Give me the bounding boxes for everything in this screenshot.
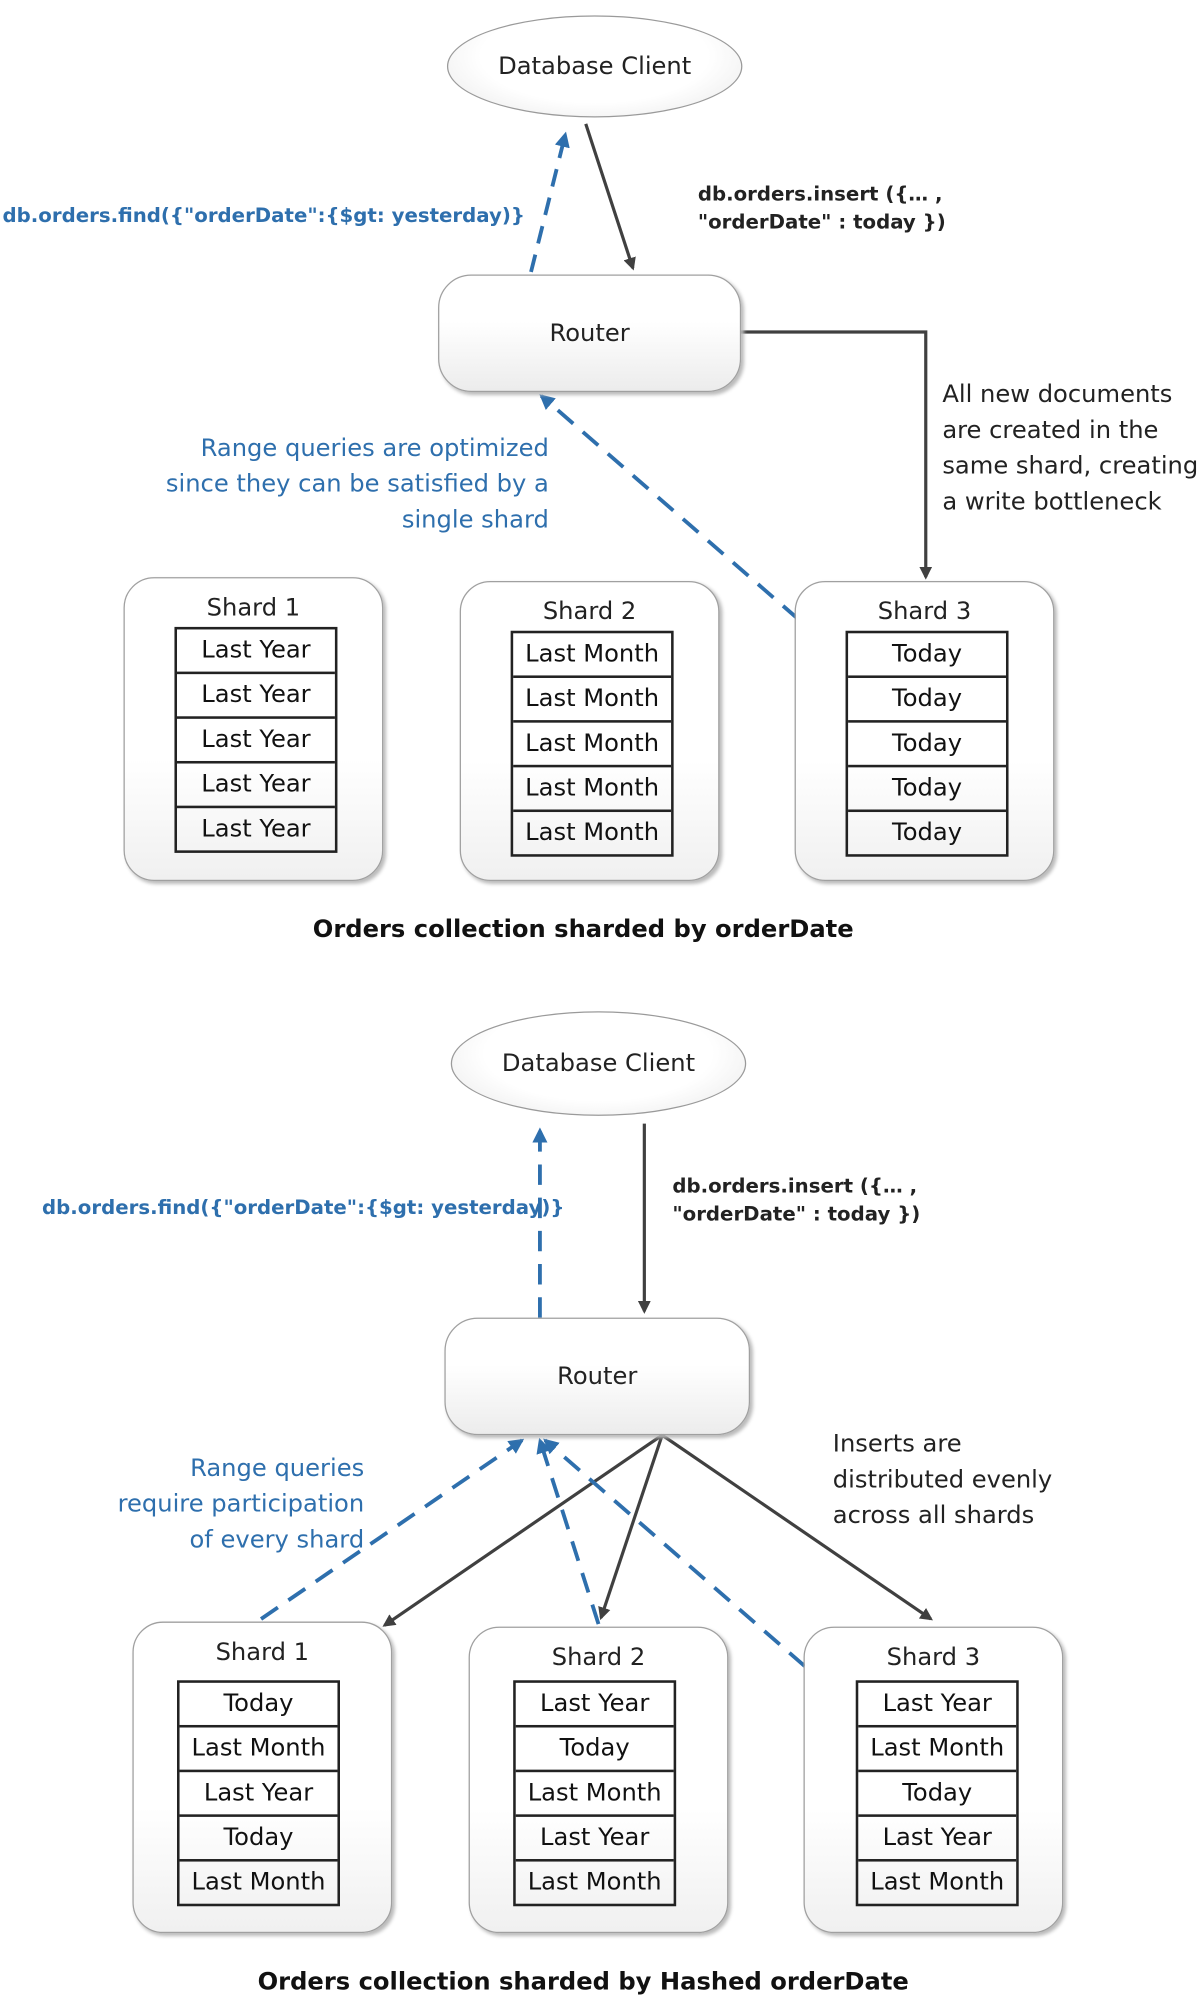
chunk-list: Last Month Last Month Last Month Last Mo…	[510, 630, 674, 857]
range-query-note-line-1: Range queries	[190, 1454, 365, 1483]
chunk-row: Last Month	[858, 1724, 1017, 1770]
query-arrow-shard1-to-router	[259, 1438, 525, 1621]
chunk-row: Today	[858, 1769, 1017, 1815]
shard-3-bottom: Shard 3 Last Year Last Month Today Last …	[803, 1626, 1064, 1934]
chunk-row: Last Year	[858, 1814, 1017, 1859]
insert-arrow-client-to-router	[584, 123, 636, 271]
shard-title: Shard 3	[886, 1643, 981, 1672]
chunk-row: Last Year	[177, 671, 335, 717]
chunk-list: Last Year Last Year Last Year Last Year …	[174, 626, 338, 853]
shard-1: Shard 1 Last Year Last Year Last Year La…	[123, 577, 384, 881]
range-query-note: Range queries are optimized since they c…	[166, 430, 549, 537]
chunk-list: Today Today Today Today Today	[845, 630, 1009, 857]
database-client-label: Database Client	[498, 52, 692, 81]
chunk-row: Today	[848, 764, 1006, 810]
chunk-row: Last Year	[177, 805, 335, 851]
find-query-label-bottom: db.orders.find({"orderDate":{$gt: yester…	[42, 1196, 565, 1220]
chunk-row: Last Year	[177, 760, 335, 806]
chunk-row: Last Year	[540, 1689, 650, 1718]
chunk-list: Last Year Last Month Today Last Year Las…	[855, 1680, 1019, 1907]
shard-2-bottom: Shard 2 Last Year Today Last Month Last …	[468, 1626, 729, 1934]
router-node-bottom: Router	[444, 1317, 751, 1436]
chunk-row: Today	[223, 1689, 294, 1718]
chunk-row: Last Month	[513, 809, 672, 854]
find-query-label: db.orders.find({"orderDate":{$gt: yester…	[2, 204, 525, 228]
write-note-line-1: All new documents	[942, 380, 1173, 409]
top-caption: Orders collection sharded by orderDate	[312, 915, 854, 944]
write-note-line-3: same shard, creating	[942, 451, 1197, 481]
insert-arrow-router-to-shard3	[741, 330, 933, 580]
chunk-row: Last Month	[525, 639, 660, 668]
insert-note-line-1: Inserts are	[832, 1430, 962, 1459]
shard-3: Shard 3 Today Today Today Today Today	[794, 580, 1055, 881]
chunk-row: Last Year	[177, 716, 335, 761]
shard-title: Shard 1	[215, 1638, 310, 1667]
router-node: Router	[438, 274, 742, 392]
insert-command-label: db.orders.insert ({… , "orderDate" : tod…	[698, 180, 946, 236]
router-label: Router	[549, 319, 630, 348]
insert-command-line-1: db.orders.insert ({… ,	[672, 1174, 918, 1198]
database-client-label: Database Client	[501, 1049, 696, 1078]
chunk-row: Last Month	[513, 720, 672, 765]
database-client-node: Database Client	[446, 15, 743, 118]
shard-1-bottom: Shard 1 Today Last Month Last Year Today…	[132, 1621, 393, 1934]
chunk-row: Last Year	[179, 1769, 338, 1815]
insert-arrow-router-to-shard3-bottom	[661, 1433, 933, 1621]
chunk-row: Last Month	[858, 1859, 1017, 1904]
find-arrow-router-to-client	[529, 131, 570, 273]
chunk-list: Last Year Today Last Month Last Year Las…	[513, 1680, 677, 1907]
range-query-note-bottom: Range queries require participation of e…	[118, 1450, 365, 1557]
insert-note-line-2: distributed evenly	[832, 1465, 1053, 1494]
shard-2: Shard 2 Last Month Last Month Last Month…	[459, 580, 720, 881]
chunk-row: Last Month	[179, 1859, 338, 1904]
range-query-note-line-3: of every shard	[189, 1525, 365, 1554]
chunk-row: Last Year	[201, 635, 311, 664]
insert-arrow-router-to-shard1	[382, 1433, 664, 1627]
range-query-note-line-2: since they can be satisfied by a	[165, 469, 549, 498]
chunk-row: Last Month	[179, 1724, 338, 1770]
range-query-note-line-3: single shard	[401, 505, 549, 534]
query-arrow-shard2-to-router	[536, 1437, 601, 1625]
query-arrow-shard3-to-router	[539, 394, 800, 621]
insert-command-line-2: "orderDate" : today })	[672, 1202, 921, 1226]
query-arrow-shard3-to-router-bottom	[543, 1438, 807, 1668]
insert-command-line-2: "orderDate" : today })	[697, 210, 946, 234]
shard-title: Shard 3	[877, 597, 972, 626]
router-label: Router	[557, 1362, 638, 1391]
chunk-row: Last Month	[515, 1769, 674, 1815]
write-note-line-2: are created in the	[942, 416, 1159, 445]
chunk-row: Last Year	[515, 1814, 674, 1859]
insert-arrow-router-to-shard2	[598, 1434, 664, 1621]
chunk-row: Today	[848, 720, 1006, 765]
chunk-row: Last Month	[513, 764, 672, 810]
chunk-row: Today	[179, 1814, 338, 1859]
write-bottleneck-note: All new documents are created in the sam…	[942, 377, 1197, 520]
shard-title: Shard 2	[542, 597, 637, 626]
range-query-note-line-1: Range queries are optimized	[200, 434, 549, 463]
chunk-row: Today	[515, 1724, 674, 1770]
insert-distribution-note: Inserts are distributed evenly across al…	[833, 1426, 1052, 1533]
chunk-row: Last Year	[882, 1689, 992, 1718]
database-client-node-bottom: Database Client	[450, 1011, 747, 1116]
shard-title: Shard 1	[206, 593, 301, 622]
chunk-row: Today	[848, 675, 1006, 720]
range-query-note-line-2: require participation	[117, 1490, 365, 1519]
write-note-line-4: a write bottleneck	[942, 487, 1162, 516]
shard-title: Shard 2	[551, 1643, 646, 1672]
insert-note-line-3: across all shards	[832, 1501, 1035, 1530]
chunk-row: Last Month	[515, 1859, 674, 1904]
chunk-row: Today	[848, 809, 1006, 854]
insert-command-line-1: db.orders.insert ({… ,	[697, 182, 943, 206]
chunk-list: Today Last Month Last Year Today Last Mo…	[177, 1680, 340, 1907]
bottom-caption: Orders collection sharded by Hashed orde…	[257, 1967, 909, 1996]
chunk-row: Last Month	[513, 675, 672, 720]
insert-command-label-bottom: db.orders.insert ({… , "orderDate" : tod…	[672, 1172, 920, 1228]
chunk-row: Today	[892, 639, 963, 668]
